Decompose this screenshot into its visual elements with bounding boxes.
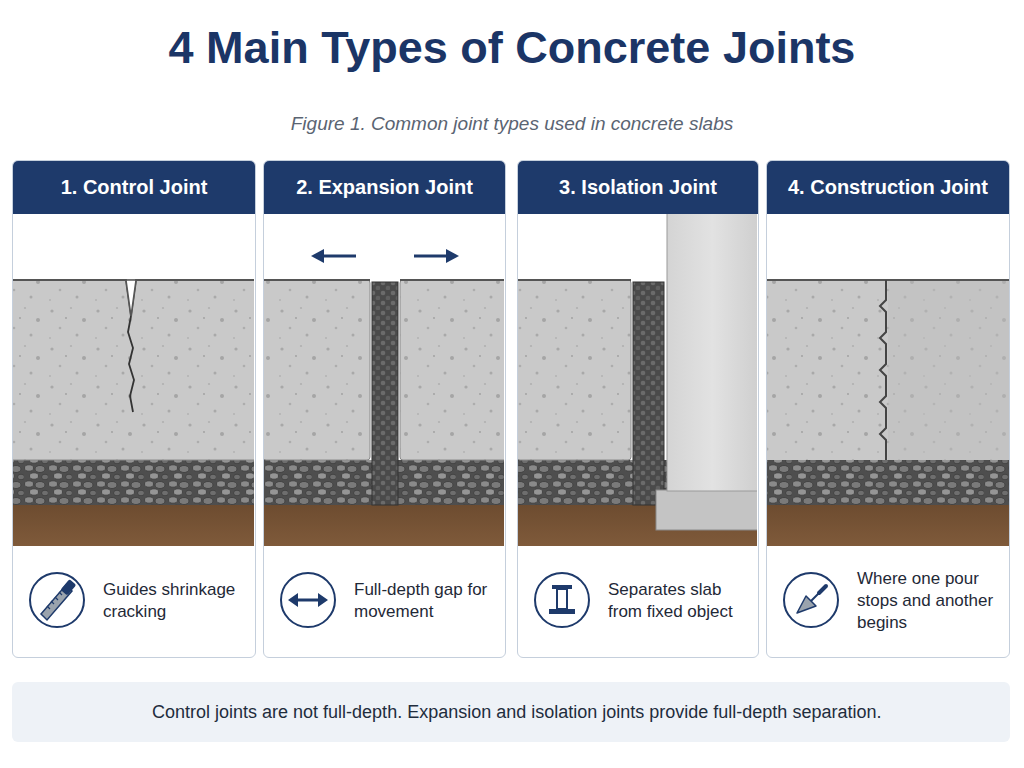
column-icon xyxy=(535,573,589,627)
panel-description: Where one pour stops and another begins xyxy=(857,568,999,634)
panel-heading: 1. Control Joint xyxy=(13,161,255,214)
panel-heading: 4. Construction Joint xyxy=(767,161,1009,214)
joint-panel: 4. Construction JointWhere one pour stop… xyxy=(766,160,1010,658)
expansion-joint-section xyxy=(264,280,504,546)
isolation-joint-section xyxy=(518,213,757,546)
movement-arrows xyxy=(311,249,459,263)
control-joint-section xyxy=(13,280,254,546)
note-bar: Control joints are not full-depth. Expan… xyxy=(12,682,1010,742)
panel-description: Guides shrinkage cracking xyxy=(103,579,245,623)
figure-caption: Figure 1. Common joint types used in con… xyxy=(0,113,1024,135)
page-title: 4 Main Types of Concrete Joints xyxy=(0,22,1024,74)
double-arrow-icon xyxy=(281,573,335,627)
construction-joint-section xyxy=(767,280,1009,546)
joint-panel: 3. Isolation JointSeparates slab from fi… xyxy=(517,160,759,658)
panel-heading: 2. Expansion Joint xyxy=(264,161,505,214)
joint-panel: 1. Control JointGuides shrinkage crackin… xyxy=(12,160,256,658)
panel-description: Separates slab from fixed object xyxy=(608,579,748,623)
panel-description: Full-depth gap for movement xyxy=(354,579,495,623)
joint-panel: 2. Expansion JointFull-depth gap for mov… xyxy=(263,160,506,658)
saw-icon xyxy=(30,573,84,627)
trowel-icon xyxy=(784,573,838,627)
note-text: Control joints are not full-depth. Expan… xyxy=(152,702,881,723)
panel-heading: 3. Isolation Joint xyxy=(518,161,758,214)
